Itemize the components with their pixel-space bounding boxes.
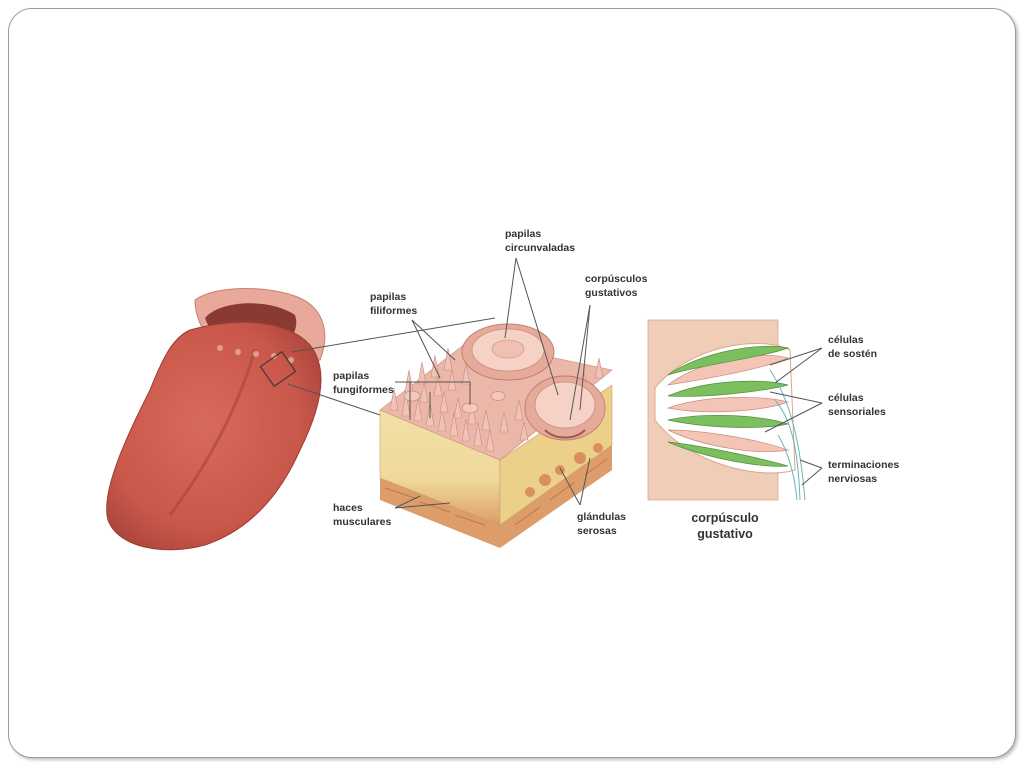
label-haces-musculares: haces musculares [333,502,392,528]
svg-text:terminaciones: terminaciones [828,459,899,471]
filiform-papillae [389,347,604,452]
svg-text:papilas: papilas [505,228,541,240]
taste-bud-illustration [647,319,806,501]
fungiform-papillae [403,390,506,414]
label-papilas-filiformes: papilas filiformes [370,291,417,317]
tongue-illustration [106,288,326,551]
tongue-body [106,321,322,551]
svg-text:células: células [828,334,864,346]
sensory-cells [667,345,790,467]
svg-text:nerviosas: nerviosas [828,473,877,485]
svg-text:musculares: musculares [333,516,392,528]
svg-text:gustativos: gustativos [585,287,638,299]
papillae-block [379,323,613,548]
svg-text:papilas: papilas [333,370,369,382]
caption-corpusculo-gustativo: corpúsculo gustativo [691,511,759,541]
svg-text:serosas: serosas [577,525,617,537]
magnification-lines [287,317,496,416]
svg-text:circunvaladas: circunvaladas [505,242,575,254]
svg-text:haces: haces [333,502,363,514]
nerve-fibers [769,369,806,501]
supporting-cells [666,354,790,452]
leader-lines [394,257,823,509]
svg-text:sensoriales: sensoriales [828,406,886,418]
svg-text:glándulas: glándulas [577,511,626,523]
muscle-bundles [384,458,608,526]
muscle-layer [380,440,612,548]
svg-text:corpúsculo: corpúsculo [691,511,759,525]
magnification-box [259,350,297,388]
svg-text:filiformes: filiformes [370,305,417,317]
label-corpusculos-gustativos: corpúsculos gustativos [585,273,648,299]
circumvallate-papilla-1 [461,323,555,381]
label-celulas-sosten: células de sostén [828,334,877,360]
label-celulas-sensoriales: células sensoriales [828,392,886,418]
svg-text:fungiformes: fungiformes [333,384,394,396]
label-terminaciones-nerviosas: terminaciones nerviosas [828,459,899,485]
circumvallate-papilla-2 [524,375,606,441]
svg-text:células: células [828,392,864,404]
svg-text:de sostén: de sostén [828,348,877,360]
median-groove [168,349,257,516]
label-papilas-circunvaladas: papilas circunvaladas [505,228,575,254]
svg-text:corpúsculos: corpúsculos [585,273,648,285]
svg-text:papilas: papilas [370,291,406,303]
label-glandulas-serosas: glándulas serosas [577,511,626,537]
vallate-row [217,345,294,363]
svg-text:gustativo: gustativo [697,527,753,541]
label-papilas-fungiformes: papilas fungiformes [333,370,394,396]
